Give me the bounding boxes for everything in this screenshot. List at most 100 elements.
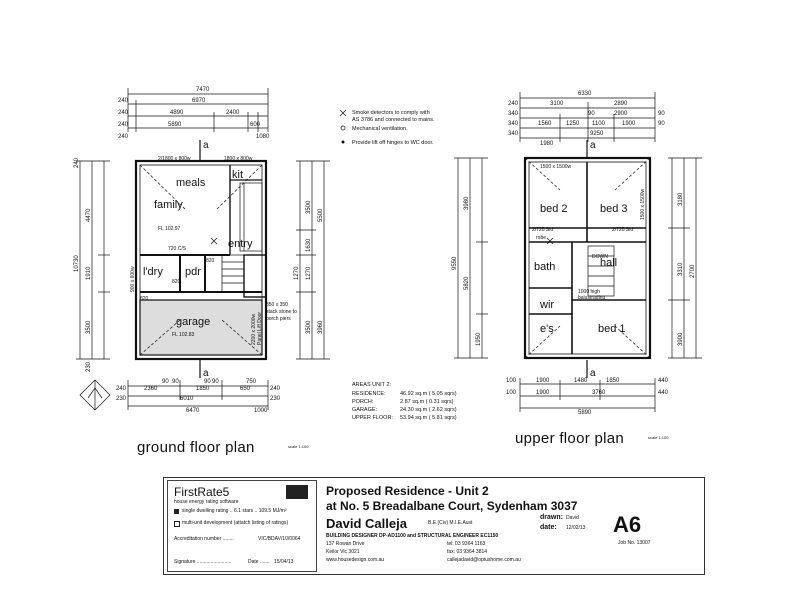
uf-door-label: 2/720 Sld [532, 227, 553, 233]
firstrate-date: 15/04/13 [274, 559, 294, 565]
note-ventilation: Mechanical ventilation. [352, 126, 408, 132]
sheet-number: A6 [613, 512, 642, 537]
uf-dim-small: 90 [658, 111, 665, 117]
uf-dim-top: 1250 [566, 121, 580, 127]
uf-dim-top: 1100 [592, 121, 606, 127]
uf-dim-top: 1980 [540, 141, 554, 147]
gf-dim-top: 4890 [170, 110, 184, 116]
drawn-by: David [566, 515, 579, 521]
gf-dim-top: 6970 [192, 98, 206, 104]
uf-dim-right: 2700 [690, 264, 696, 278]
area-label: RESIDENCE: [352, 391, 386, 397]
gf-door-label: 820 [140, 296, 149, 302]
room-laundry: l'dry [143, 266, 163, 278]
drawing-date: 12/02/13 [566, 525, 586, 531]
firstrate-option-multi: multi-unit development (attatch listing … [182, 520, 289, 526]
uf-dim-right: 3900 [678, 332, 684, 346]
uf-dim-right: 3310 [678, 262, 684, 276]
upper-floor-title: upper floor plan [515, 430, 624, 447]
room-wir: wir [539, 299, 554, 311]
uf-dim-top: 1560 [538, 121, 552, 127]
checkbox-checked-icon [174, 509, 179, 514]
gf-dim-top: 600 [250, 122, 261, 128]
upper-floor-scale: scale 1:100 [648, 435, 669, 440]
ground-floor-scale: scale 1:100 [288, 444, 309, 449]
gf-dim-left: 240 [74, 157, 80, 168]
gf-section-marker: a [203, 368, 209, 379]
gf-dim-small: 230 [116, 396, 127, 402]
room-entry: entry [228, 238, 253, 250]
area-value: 53.94 sq.m ( 5.81 sqrs) [400, 415, 457, 421]
project-title-line-1: Proposed Residence - Unit 2 [326, 484, 489, 498]
gf-dim-small: 240 [270, 386, 281, 392]
uf-dim-right: 3180 [678, 192, 684, 206]
gf-dim-bottom: 90 [172, 379, 179, 385]
uf-door-label: 2/720 Sld [612, 227, 633, 233]
gf-note-stack: porch piers [266, 316, 291, 322]
gf-dim-right: 3500 [306, 200, 312, 214]
uf-dim-top: 9250 [590, 131, 604, 137]
firstrate-accreditation-number: VIC/BDAV/10/0064 [258, 536, 301, 542]
uf-dim-small: 340 [508, 121, 519, 127]
uf-dim-small: 100 [506, 378, 517, 384]
gf-dim-bottom: 2360 [144, 386, 158, 392]
gf-door-label: 820 [206, 258, 215, 264]
room-garage: garage [176, 316, 210, 328]
uf-dim-bottom: 1900 [536, 390, 550, 396]
project-title: Proposed Residence - Unit 2 at No. 5 Bre… [326, 484, 577, 514]
gf-dim-small: 240 [118, 110, 129, 116]
uf-dim-small: 340 [508, 111, 519, 117]
area-label: PORCH: [352, 399, 374, 405]
gf-dim-small: 90 [162, 379, 169, 385]
job-number: Job No. 13007 [618, 540, 651, 546]
firm-website: www.housedesign.com.au [326, 557, 385, 563]
gf-dim-right: 3500 [306, 320, 312, 334]
room-hall: hall [600, 257, 617, 269]
firm-address-1: 137 Rowan Drive [326, 541, 365, 547]
ground-floor-title: ground floor plan [137, 439, 255, 456]
gf-dim-small: 240 [118, 122, 129, 128]
uf-dim-left: 1950 [476, 332, 482, 346]
firm-description: BUILDING DESIGNER DP-AD1100 and STRUCTUR… [326, 533, 499, 539]
gf-dim-left: 3500 [86, 320, 92, 334]
firstrate-date-label: Date ....... [248, 559, 270, 565]
project-title-line-2: at No. 5 Breadalbane Court, Sydenham 303… [326, 499, 578, 513]
firm-email: callejadavid@optushome.com.au [447, 557, 521, 563]
room-bed-3: bed 3 [600, 203, 628, 215]
uf-robe: robe [536, 235, 546, 241]
title-block [163, 477, 705, 575]
firstrate-subtitle: house energy rating software [174, 499, 239, 505]
gf-dim-top: 1080 [256, 134, 270, 140]
gf-dim-left: 1910 [86, 266, 92, 280]
gf-dim-small: 230 [270, 396, 281, 402]
note-hinges: Provide lift off hinges to WC door. [352, 140, 434, 146]
firm-address-2: Keilor Vic 3021 [326, 549, 360, 555]
gf-dim-left: 230 [86, 361, 92, 372]
room-bath: bath [534, 261, 555, 273]
gf-dim-left: 10730 [74, 255, 80, 272]
area-value: 46.92 sq.m ( 5.05 sqrs) [400, 391, 457, 397]
drawn-label: drawn: [540, 514, 563, 521]
note-smoke: Smoke detectors to comply with [352, 110, 430, 116]
gf-door-label: 720 C/S [168, 246, 187, 252]
gf-note-stack: stack stone to [266, 309, 297, 315]
gf-dim-top: 2400 [226, 110, 240, 116]
gf-dim-left: 4470 [86, 208, 92, 222]
gf-door-label: 820 [172, 279, 181, 285]
gf-dim-overall: 7470 [196, 87, 210, 93]
uf-stair-down: DOWN [592, 254, 608, 260]
firm-qualifications: B.E.(Civ) M.I.E.Aust [428, 520, 473, 526]
gf-dim-small: 750 [246, 379, 257, 385]
gf-dim-bottom: 1850 [196, 386, 210, 392]
gf-window-label: 1800 x 800w [224, 156, 253, 162]
checkbox-empty-icon [174, 521, 180, 527]
uf-dim-small: 90 [658, 121, 665, 127]
gf-dim-bottom: 90 [212, 379, 219, 385]
gf-window-label: 900 x 600w [130, 266, 136, 292]
uf-dim-bottom: 1850 [606, 378, 620, 384]
gf-dim-bottom: 6470 [186, 408, 200, 414]
room-bed-1: bed 1 [598, 323, 626, 335]
firstrate-logo: FirstRate5 [174, 485, 230, 499]
gf-dim-small: 240 [118, 134, 129, 140]
firm-telephone: tel: 03 9364 1163 [447, 541, 486, 547]
